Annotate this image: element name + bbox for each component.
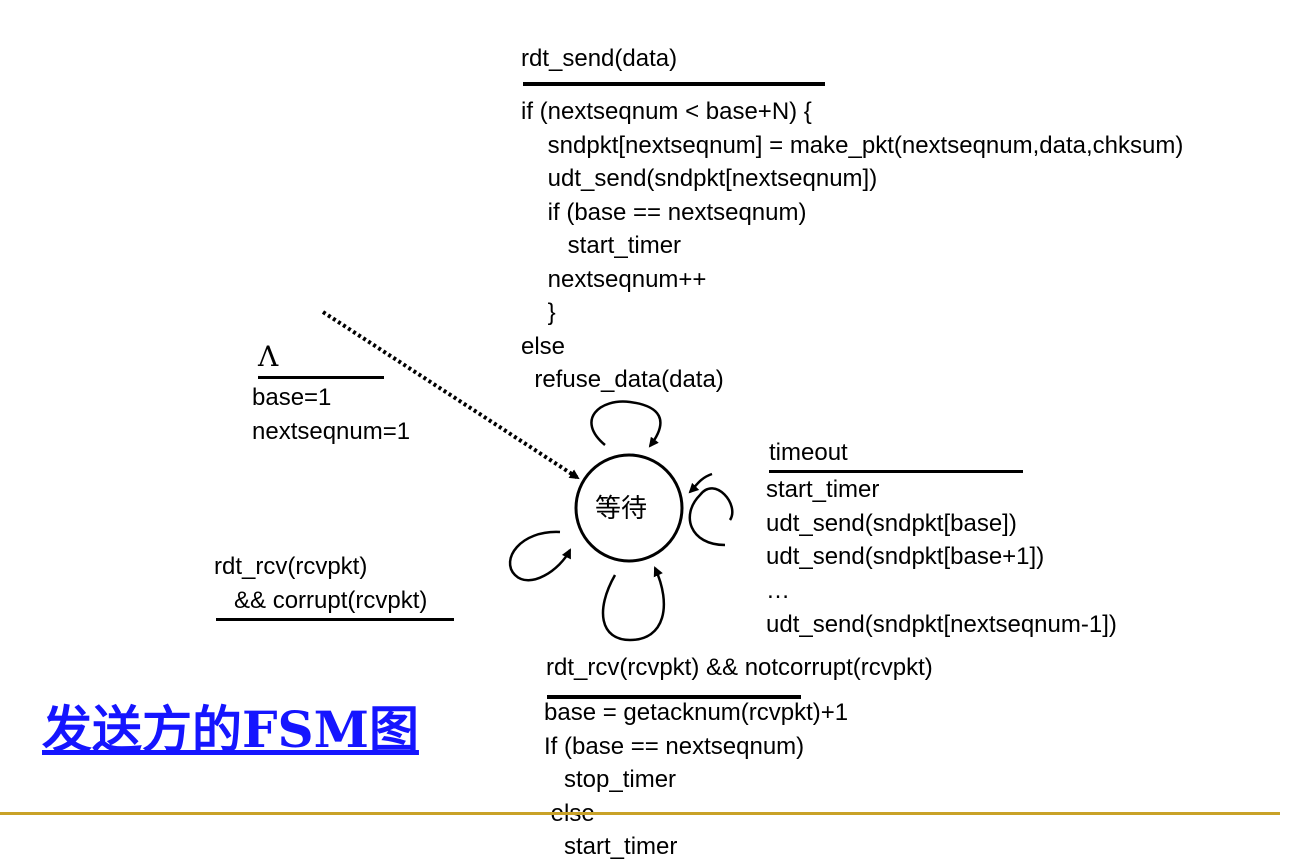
- code-line: sndpkt[nextseqnum] = make_pkt(nextseqnum…: [521, 132, 1184, 159]
- corrupt-event-line: rdt_rcv(rcvpkt): [214, 553, 368, 580]
- self-loop-right: [688, 487, 734, 547]
- corrupt-event-divider: [216, 618, 454, 621]
- ack-action: stop_timer: [544, 766, 677, 793]
- self-loop-top: [590, 400, 662, 448]
- code-line: else: [521, 333, 566, 360]
- state-wait-label: 等待: [595, 494, 647, 524]
- timeout-action: start_timer: [766, 476, 880, 503]
- self-loop-right-head: [688, 472, 713, 494]
- init-event-lambda: Λ: [258, 340, 279, 373]
- code-line: }: [521, 299, 556, 326]
- code-line: start_timer: [521, 232, 682, 259]
- ack-event-divider: [547, 695, 801, 699]
- send-event-label: rdt_send(data): [521, 45, 678, 72]
- code-line: if (base == nextseqnum): [521, 199, 807, 226]
- diagram-title: 发送方的FSM图: [42, 700, 419, 759]
- timeout-event-divider: [769, 470, 1023, 473]
- init-action-base: base=1: [252, 384, 332, 411]
- timeout-action: udt_send(sndpkt[base+1]): [766, 543, 1045, 570]
- timeout-action: udt_send(sndpkt[base]): [766, 510, 1017, 537]
- timeout-action: udt_send(sndpkt[nextseqnum-1]): [766, 611, 1117, 638]
- code-line: udt_send(sndpkt[nextseqnum]): [521, 165, 878, 192]
- send-event-divider: [523, 82, 825, 86]
- self-loop-bottom: [601, 566, 666, 642]
- init-action-nextseqnum: nextseqnum=1: [252, 418, 411, 445]
- state-wait-circle: [574, 453, 684, 563]
- code-line: refuse_data(data): [521, 366, 724, 393]
- self-loop-left: [508, 530, 572, 582]
- code-line: if (nextseqnum < base+N) {: [521, 98, 812, 125]
- ack-action: start_timer: [544, 833, 678, 860]
- initial-transition-arrow: [321, 310, 580, 480]
- ack-action: If (base == nextseqnum): [544, 733, 805, 760]
- init-event-divider: [258, 376, 384, 379]
- send-event-actions: if (nextseqnum < base+N) { sndpkt[nextse…: [521, 95, 1183, 430]
- footer-divider: [0, 812, 1280, 815]
- timeout-event-label: timeout: [769, 439, 848, 466]
- ack-action: base = getacknum(rcvpkt)+1: [544, 699, 849, 726]
- code-line: nextseqnum++: [521, 266, 707, 293]
- ack-event-label: rdt_rcv(rcvpkt) && notcorrupt(rcvpkt): [546, 654, 933, 681]
- timeout-action: …: [766, 577, 790, 604]
- corrupt-event-line: && corrupt(rcvpkt): [214, 587, 428, 614]
